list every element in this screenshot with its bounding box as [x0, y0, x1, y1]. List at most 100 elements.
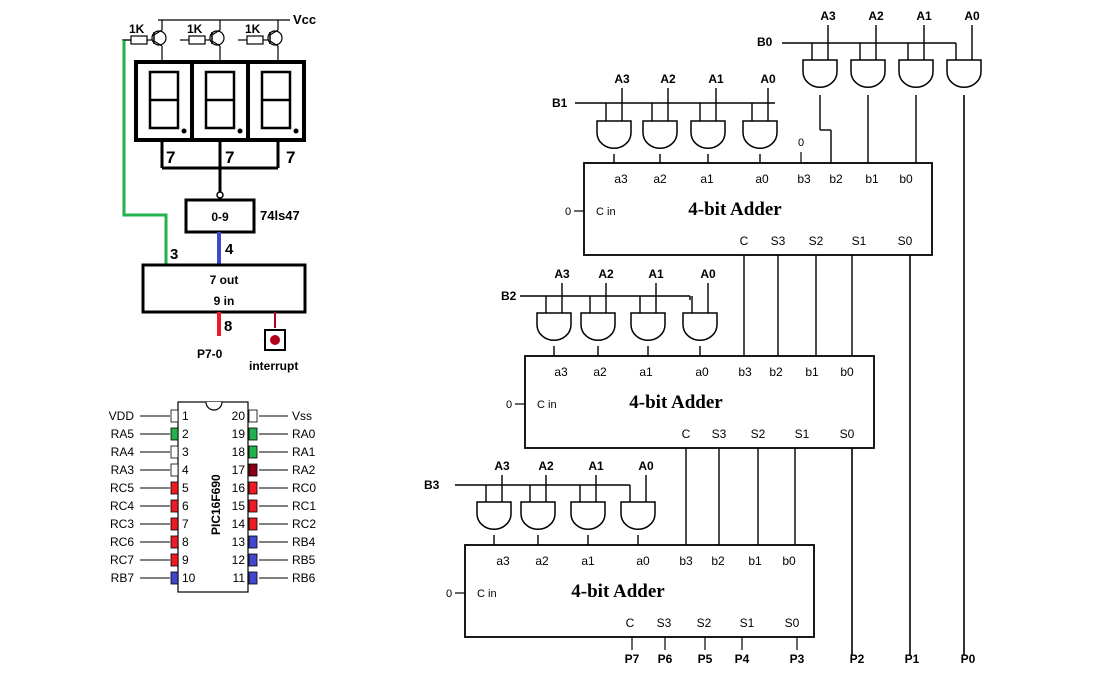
adder-a-input: a1 [639, 365, 653, 379]
and-gate [520, 501, 556, 531]
adder-output: C [682, 427, 691, 441]
a-label: A0 [638, 459, 654, 473]
a-label: A3 [820, 9, 836, 23]
product-label: P4 [735, 652, 750, 666]
pin-name: RB4 [292, 535, 316, 549]
adder-b-input: b2 [769, 365, 783, 379]
pin-pad [248, 409, 258, 423]
vcc-label: Vcc [293, 12, 316, 27]
decoder-part-label: 74ls47 [260, 208, 300, 223]
product-label: P1 [905, 652, 920, 666]
and-gate [630, 312, 666, 342]
adder-box [583, 162, 933, 256]
pic-chip: PIC16F690 1VDD2RA53RA44RA35RC56RC47RC38R… [109, 401, 316, 593]
and-gate [802, 59, 838, 89]
and-gate [898, 59, 934, 89]
and-gate [570, 501, 606, 531]
adder-a-input: a2 [653, 172, 667, 186]
pin-number: 10 [182, 571, 196, 585]
pin-number: 20 [232, 409, 246, 423]
pin-number: 8 [182, 535, 189, 549]
a-label: A2 [598, 267, 614, 281]
pin-name: RB6 [292, 571, 316, 585]
display-section: Vcc 1K 1K 1K [122, 12, 316, 373]
pin-name: RA1 [292, 445, 316, 459]
resistor-label: 1K [129, 22, 145, 36]
pin-number: 7 [182, 517, 189, 531]
a-label: A2 [538, 459, 554, 473]
product-label: P5 [698, 652, 713, 666]
adder-a-input: a3 [496, 554, 510, 568]
green-wire [122, 40, 168, 265]
pin-number: 16 [232, 481, 246, 495]
pin-number: 12 [232, 553, 246, 567]
adder-b-input: b0 [782, 554, 796, 568]
pin-number: 3 [182, 445, 189, 459]
adder-a-input: a2 [593, 365, 607, 379]
pin-pad [170, 535, 179, 549]
adder-b-input: b3 [679, 554, 693, 568]
pin-pad [170, 517, 179, 531]
adder-output: S3 [771, 234, 786, 248]
adder-output: S2 [751, 427, 766, 441]
a-label: A0 [760, 72, 776, 86]
pin-name: RC7 [110, 553, 134, 567]
pin-name: RC4 [110, 499, 134, 513]
pin-number: 17 [232, 463, 246, 477]
carry-in-zero: 0 [565, 206, 571, 218]
a-label: A3 [494, 459, 510, 473]
pin-pad [248, 463, 258, 477]
display-bus-count: 3 [170, 246, 178, 263]
pin-pad [248, 517, 258, 531]
adder-a-input: a0 [636, 554, 650, 568]
a-label: A1 [648, 267, 664, 281]
pin-pad [248, 535, 258, 549]
pin-number: 4 [182, 463, 189, 477]
adder-output: S3 [712, 427, 727, 441]
adder-output: S1 [740, 616, 755, 630]
and-gate [596, 120, 632, 150]
and-gate [742, 120, 778, 150]
pin-name: RC0 [292, 481, 316, 495]
pin-name: VDD [109, 409, 135, 423]
adder-output: S0 [840, 427, 855, 441]
a-label: A2 [868, 9, 884, 23]
decoder-label: 0-9 [211, 210, 229, 224]
pin-name: RC1 [292, 499, 316, 513]
pin-pad [170, 481, 179, 495]
a-label: A0 [700, 267, 716, 281]
adder-output: S3 [657, 616, 672, 630]
and-gate [476, 501, 512, 531]
adder-b-input: b0 [899, 172, 913, 186]
adder-a-input: a3 [614, 172, 628, 186]
driver-3: 1K [238, 20, 283, 47]
pin-name: RA4 [111, 445, 135, 459]
pin-number: 6 [182, 499, 189, 513]
pin-name: Vss [292, 409, 312, 423]
pin-pad [170, 553, 179, 567]
a-label: A3 [614, 72, 630, 86]
b-label: B0 [757, 35, 773, 49]
b3-zero: 0 [798, 137, 804, 149]
adder-b-input: b0 [840, 365, 854, 379]
a-label: A3 [554, 267, 570, 281]
pin-name: RA3 [111, 463, 135, 477]
a-label: A1 [588, 459, 604, 473]
adder-output: C [626, 616, 635, 630]
adder-a-input: a3 [554, 365, 568, 379]
and-gate [690, 120, 726, 150]
pin-pad [170, 409, 179, 423]
adder-output: S2 [697, 616, 712, 630]
pin-pad [248, 499, 258, 513]
chip-notch [205, 401, 223, 411]
b-label: B3 [424, 478, 440, 492]
adder-a-input: a2 [535, 554, 549, 568]
resistor-label: 1K [245, 22, 261, 36]
pin-name: RB5 [292, 553, 316, 567]
pin-number: 1 [182, 409, 189, 423]
adder-a-input: a0 [755, 172, 769, 186]
product-label: P3 [790, 652, 805, 666]
pin-name: RC3 [110, 517, 134, 531]
driver-1: 1K [122, 20, 167, 47]
